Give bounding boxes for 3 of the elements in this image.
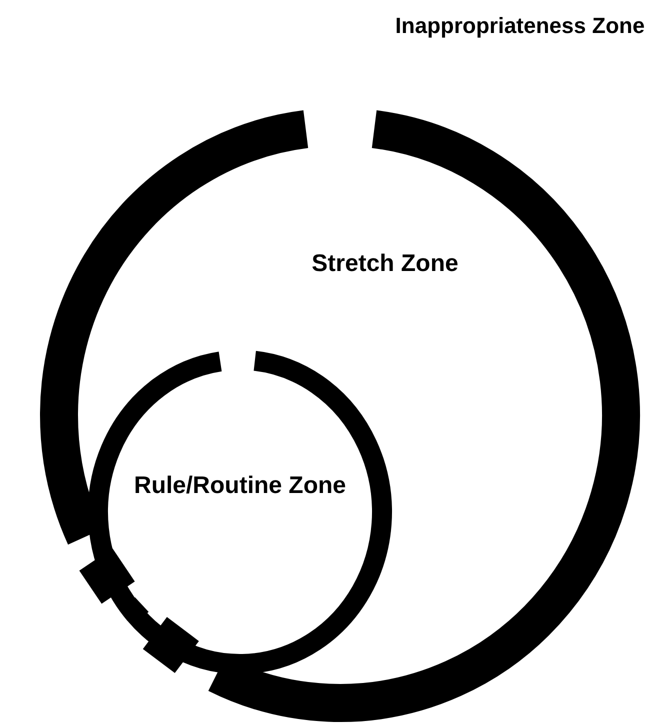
zone-label: Stretch Zone [310, 249, 460, 279]
zone-label: Inappropriateness Zone [394, 12, 646, 40]
zone-label: Rule/Routine Zone [133, 471, 347, 501]
